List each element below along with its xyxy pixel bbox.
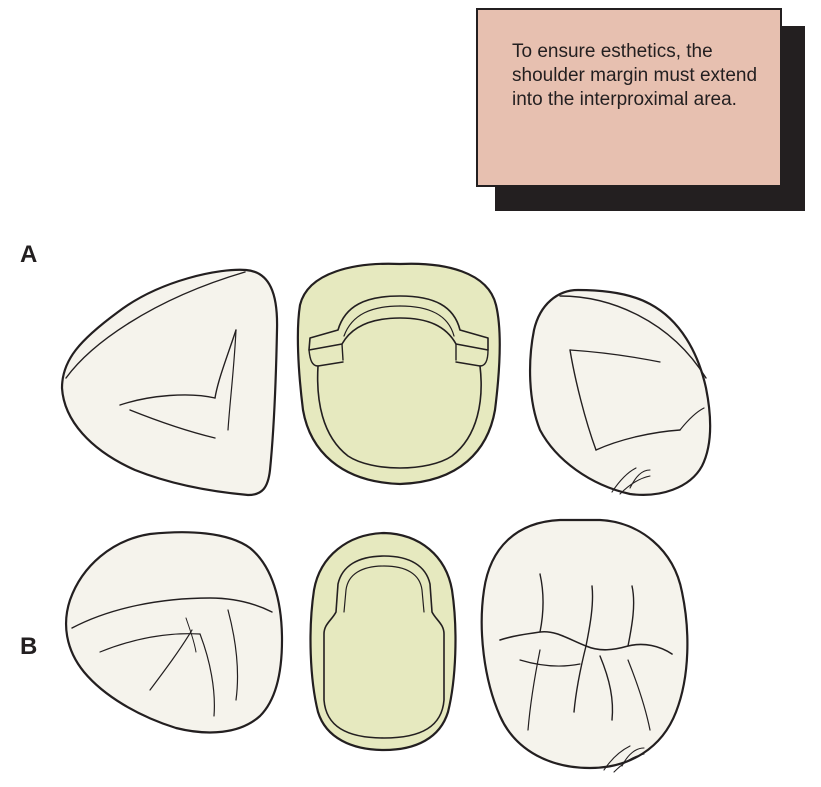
row-label-a: A	[20, 241, 38, 268]
callout-box: To ensure esthetics, the shoulder margin…	[476, 8, 782, 187]
row-a-right-tooth	[529, 288, 712, 496]
callout-text: To ensure esthetics, the shoulder margin…	[512, 41, 758, 110]
row-a-preparation	[296, 262, 501, 486]
row-b-preparation	[309, 531, 457, 752]
row-b-right-tooth	[480, 518, 689, 770]
artist-signature-a	[611, 467, 651, 495]
row-a-left-tooth	[60, 268, 279, 497]
row-label-b: B	[20, 633, 38, 660]
row-b-left-tooth	[64, 531, 284, 734]
artist-signature-b	[603, 745, 645, 773]
